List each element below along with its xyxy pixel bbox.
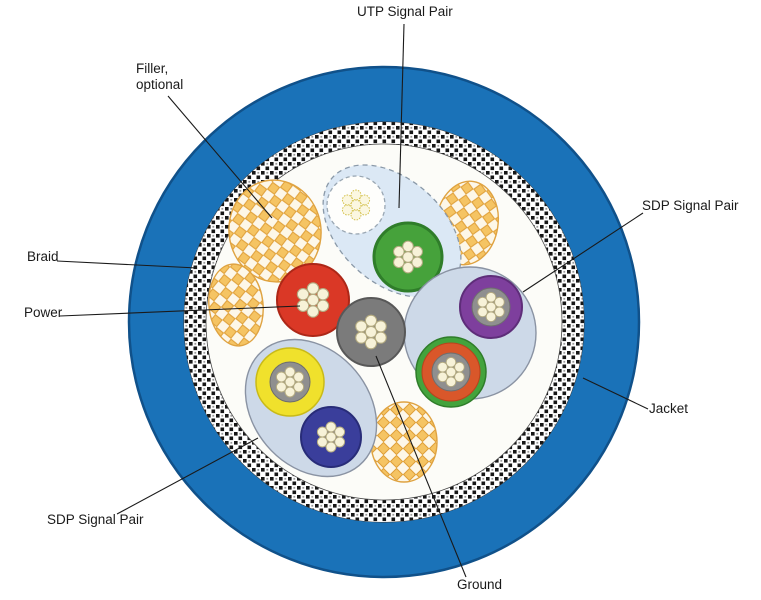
label-filler-optional: Filler, optional [136,61,183,93]
leader-line-filler [167,95,273,219]
label-utp-signal-pair: UTP Signal Pair [357,4,453,19]
leader-line-power [59,305,301,317]
leader-line-ground [375,355,467,578]
leader-line-utp [398,23,405,209]
leader-line-sdp-right [522,212,644,293]
label-braid: Braid [27,249,59,264]
braid-ring [184,122,584,522]
filler-left [208,263,264,347]
leader-line-braid [56,260,198,269]
filler-bottom [370,401,438,483]
label-power: Power [24,305,63,320]
label-filler-line1: Filler, [136,61,169,76]
label-jacket: Jacket [649,401,689,416]
label-sdp-signal-pair-right: SDP Signal Pair [642,198,739,213]
label-ground: Ground [457,577,503,592]
leader-line-jacket [582,377,649,410]
label-sdp-signal-pair-left: SDP Signal Pair [47,512,144,527]
label-filler-line2: optional [136,77,184,92]
leader-line-sdp-left [116,437,259,515]
leader-lines [56,23,649,578]
